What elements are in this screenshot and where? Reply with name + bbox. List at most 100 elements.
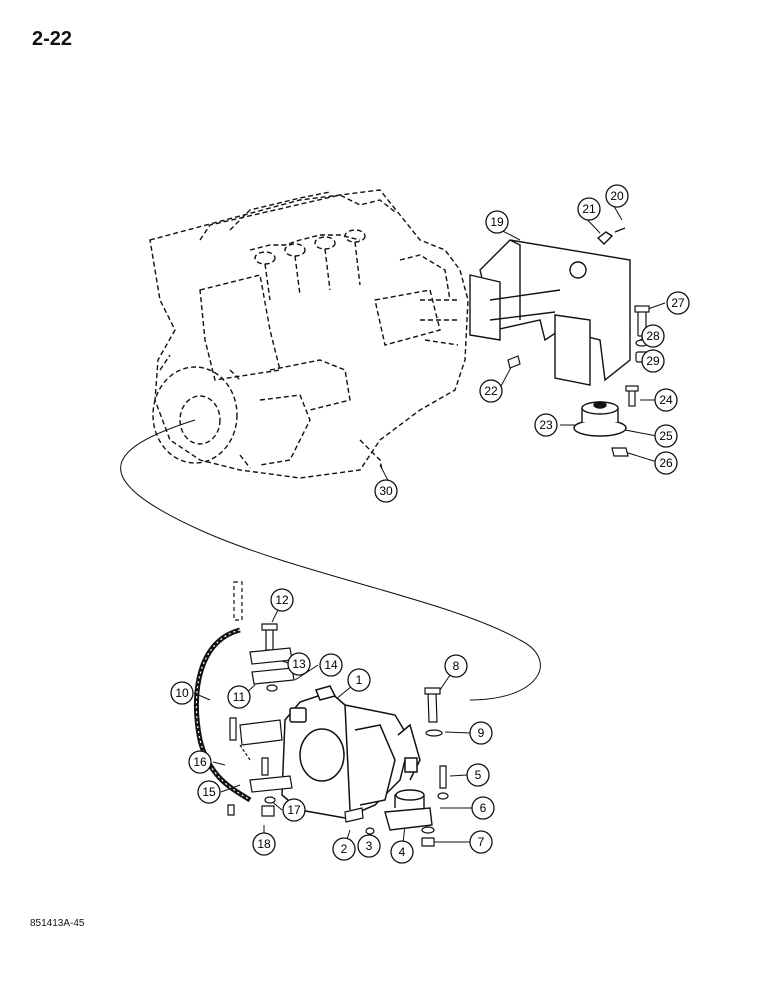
callout-18: 18 bbox=[252, 832, 276, 856]
callout-number: 24 bbox=[659, 393, 673, 407]
callout-number: 25 bbox=[659, 429, 673, 443]
callout-circle bbox=[188, 750, 212, 774]
callout-circle bbox=[654, 451, 678, 475]
callout-24: 24 bbox=[654, 388, 678, 412]
flywheel-housing bbox=[281, 685, 421, 819]
callout-22: 22 bbox=[479, 379, 503, 403]
drive-belt-10 bbox=[193, 627, 252, 803]
callout-circle bbox=[469, 830, 493, 854]
callout-circle bbox=[347, 668, 371, 692]
callout-13: 13 bbox=[287, 652, 311, 676]
callout-circle bbox=[390, 840, 414, 864]
page-number: 2-22 bbox=[32, 28, 73, 50]
callout-circle bbox=[197, 780, 221, 804]
callout-15: 15 bbox=[197, 780, 221, 804]
callout-circle bbox=[357, 834, 381, 858]
callout-23: 23 bbox=[534, 413, 558, 437]
callout-circle bbox=[654, 424, 678, 448]
callout-27: 27 bbox=[666, 291, 690, 315]
callout-circle bbox=[485, 210, 509, 234]
callout-number: 13 bbox=[292, 657, 306, 671]
callout-number: 8 bbox=[453, 659, 460, 673]
callout-28: 28 bbox=[641, 324, 665, 348]
callout-circle bbox=[466, 763, 490, 787]
callout-20: 20 bbox=[605, 184, 629, 208]
callout-number: 29 bbox=[646, 354, 660, 368]
callout-number: 22 bbox=[484, 384, 498, 398]
rear-mount-23 bbox=[573, 401, 627, 437]
callout-number: 1 bbox=[356, 673, 363, 687]
callout-7: 7 bbox=[469, 830, 493, 854]
callout-11: 11 bbox=[227, 685, 251, 709]
callout-number: 23 bbox=[539, 418, 553, 432]
callout-16: 16 bbox=[188, 750, 212, 774]
callout-number: 18 bbox=[257, 837, 271, 851]
callout-number: 10 bbox=[175, 686, 189, 700]
callout-number: 20 bbox=[610, 189, 624, 203]
callout-number: 15 bbox=[202, 785, 216, 799]
callout-circle bbox=[641, 324, 665, 348]
document-code: 851413A-45 bbox=[30, 918, 85, 929]
callout-circle bbox=[252, 832, 276, 856]
callout-number: 7 bbox=[478, 835, 485, 849]
callout-number: 2 bbox=[341, 842, 348, 856]
callout-number: 11 bbox=[233, 690, 246, 704]
callout-1: 1 bbox=[347, 668, 371, 692]
callout-8: 8 bbox=[444, 654, 468, 678]
callout-5: 5 bbox=[466, 763, 490, 787]
callout-number: 26 bbox=[659, 456, 673, 470]
callout-number: 16 bbox=[193, 755, 207, 769]
callout-9: 9 bbox=[469, 721, 493, 745]
callout-21: 21 bbox=[577, 197, 601, 221]
callout-29: 29 bbox=[641, 349, 665, 373]
callout-number: 3 bbox=[366, 839, 373, 853]
callout-4: 4 bbox=[390, 840, 414, 864]
callout-12: 12 bbox=[270, 588, 294, 612]
engine-outline bbox=[149, 189, 469, 479]
callout-circle bbox=[469, 721, 493, 745]
callout-25: 25 bbox=[654, 424, 678, 448]
callout-circle bbox=[270, 588, 294, 612]
callout-number: 6 bbox=[480, 801, 487, 815]
callout-2: 2 bbox=[332, 837, 356, 861]
callout-30: 30 bbox=[374, 479, 398, 503]
callout-14: 14 bbox=[319, 653, 343, 677]
callout-circle bbox=[287, 652, 311, 676]
isolator-mount-4 bbox=[384, 789, 433, 831]
callout-26: 26 bbox=[654, 451, 678, 475]
callout-number: 17 bbox=[287, 803, 301, 817]
callout-number: 21 bbox=[582, 202, 596, 216]
callout-number: 27 bbox=[671, 296, 685, 310]
callout-circle bbox=[227, 685, 251, 709]
callout-circle bbox=[471, 796, 495, 820]
callout-number: 19 bbox=[490, 215, 504, 229]
callout-19: 19 bbox=[485, 210, 509, 234]
callout-circle bbox=[374, 479, 398, 503]
callout-number: 30 bbox=[379, 484, 393, 498]
housing-hardware bbox=[344, 687, 449, 847]
callout-circle bbox=[641, 349, 665, 373]
callout-circle bbox=[479, 379, 503, 403]
callout-number: 4 bbox=[399, 845, 406, 859]
callout-circle bbox=[534, 413, 558, 437]
callout-circle bbox=[282, 798, 306, 822]
callout-number: 12 bbox=[275, 593, 289, 607]
callout-circle bbox=[319, 653, 343, 677]
linkage-hardware bbox=[227, 581, 295, 817]
callout-10: 10 bbox=[170, 681, 194, 705]
callout-number: 9 bbox=[478, 726, 485, 740]
callout-circle bbox=[444, 654, 468, 678]
callout-circle bbox=[170, 681, 194, 705]
callout-number: 5 bbox=[475, 768, 482, 782]
engine-support-bracket bbox=[469, 227, 631, 386]
callout-circle bbox=[666, 291, 690, 315]
callout-circle bbox=[605, 184, 629, 208]
callout-3: 3 bbox=[357, 834, 381, 858]
callout-number: 28 bbox=[646, 329, 660, 343]
callout-6: 6 bbox=[471, 796, 495, 820]
callout-circle bbox=[577, 197, 601, 221]
callout-17: 17 bbox=[282, 798, 306, 822]
callout-number: 14 bbox=[324, 658, 338, 672]
